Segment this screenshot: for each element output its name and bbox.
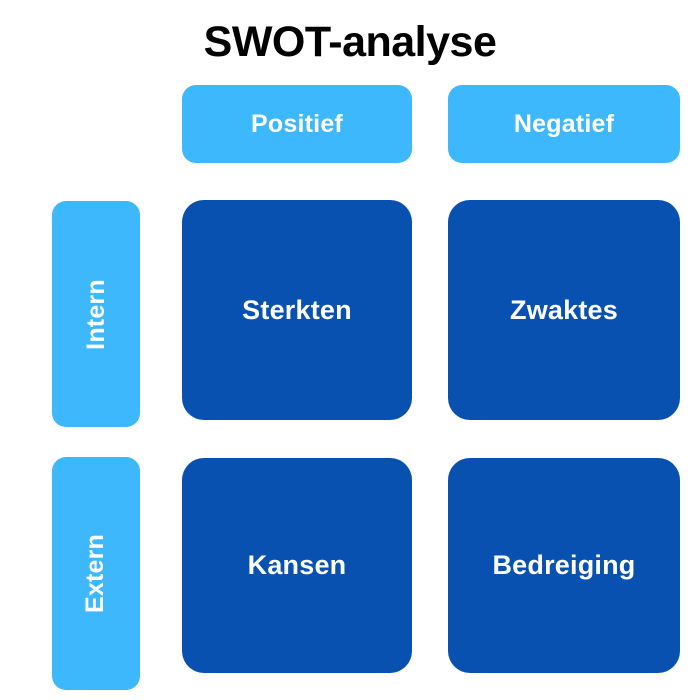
row-header-intern[interactable]: Intern <box>52 201 140 427</box>
column-header-positief-label: Positief <box>251 109 343 138</box>
quadrant-bedreiging[interactable]: Bedreiging <box>448 458 680 673</box>
quadrant-zwaktes-label: Zwaktes <box>510 294 618 325</box>
quadrant-kansen[interactable]: Kansen <box>182 458 412 673</box>
quadrant-sterkten[interactable]: Sterkten <box>182 200 412 420</box>
column-header-negatief[interactable]: Negatief <box>448 85 680 163</box>
page-title: SWOT-analyse <box>203 18 497 66</box>
column-header-positief[interactable]: Positief <box>182 85 412 163</box>
quadrant-sterkten-label: Sterkten <box>242 294 352 325</box>
row-header-intern-label: Intern <box>81 278 110 350</box>
row-header-extern-label: Extern <box>81 533 110 614</box>
quadrant-bedreiging-label: Bedreiging <box>492 550 636 580</box>
quadrant-kansen-label: Kansen <box>247 550 347 580</box>
row-header-extern[interactable]: Extern <box>52 457 140 690</box>
quadrant-zwaktes[interactable]: Zwaktes <box>448 200 680 420</box>
column-header-negatief-label: Negatief <box>513 109 615 138</box>
